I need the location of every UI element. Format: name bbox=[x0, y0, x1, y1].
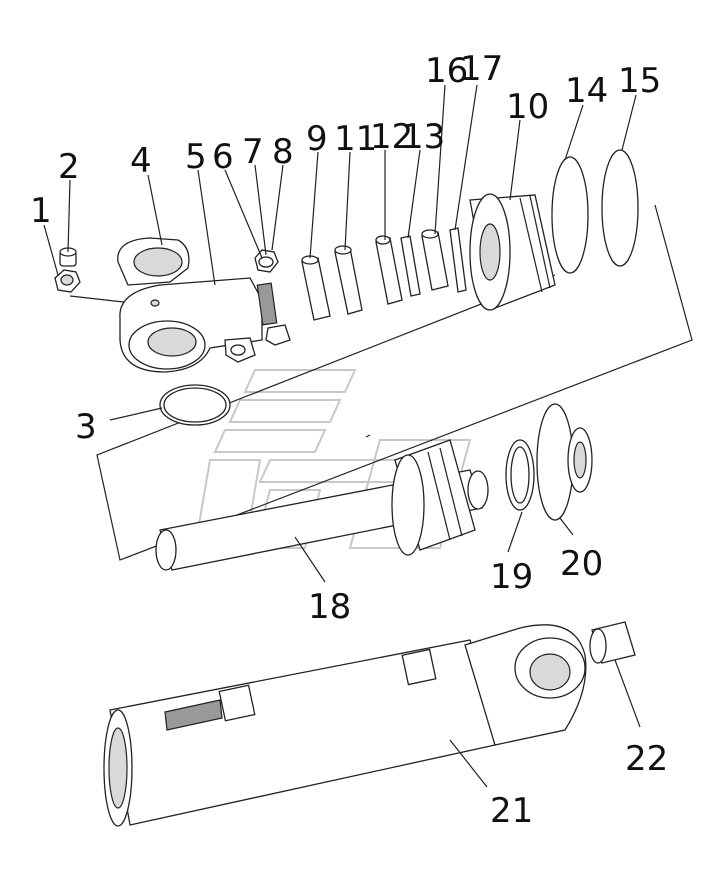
label-12: 12 bbox=[370, 117, 413, 157]
label-17: 17 bbox=[460, 49, 503, 89]
label-9: 9 bbox=[306, 119, 328, 159]
label-16: 16 bbox=[425, 51, 468, 91]
seal-11 bbox=[334, 245, 363, 315]
part-18-piston-rod bbox=[155, 439, 489, 571]
part-22-bushing bbox=[589, 621, 636, 664]
label-10: 10 bbox=[506, 87, 549, 127]
part-10-piston bbox=[469, 193, 556, 311]
label-8: 8 bbox=[272, 132, 294, 172]
part-8-bolt bbox=[256, 282, 291, 346]
label-leaders bbox=[43, 84, 641, 788]
label-13: 13 bbox=[402, 117, 445, 157]
label-4: 4 bbox=[130, 141, 152, 181]
part-3-snap-ring bbox=[159, 384, 231, 426]
oring-15 bbox=[601, 149, 639, 267]
part-4-rod-eye bbox=[117, 237, 263, 373]
label-15: 15 bbox=[618, 61, 661, 101]
label-3: 3 bbox=[75, 407, 97, 447]
label-14: 14 bbox=[565, 71, 608, 111]
seal-9 bbox=[301, 255, 331, 321]
part-6-7-nut-washer bbox=[254, 249, 279, 273]
label-20: 20 bbox=[560, 544, 603, 584]
part-21-cylinder-barrel bbox=[103, 624, 587, 827]
part-1-nut bbox=[54, 269, 81, 293]
part-19-guide-ring bbox=[505, 439, 535, 511]
label-22: 22 bbox=[625, 739, 668, 779]
label-2: 2 bbox=[58, 147, 80, 187]
label-5: 5 bbox=[185, 137, 207, 177]
label-18: 18 bbox=[308, 587, 351, 627]
oring-14 bbox=[551, 156, 589, 274]
label-11: 11 bbox=[334, 119, 377, 159]
label-1: 1 bbox=[30, 191, 52, 231]
label-19: 19 bbox=[490, 557, 533, 597]
seal-13 bbox=[400, 235, 421, 297]
label-6: 6 bbox=[212, 137, 234, 177]
part-20b-bushing bbox=[567, 427, 593, 493]
seal-12 bbox=[375, 235, 403, 305]
part-labels: 1 2 3 4 5 6 7 8 9 11 12 13 16 17 10 14 1… bbox=[30, 49, 668, 831]
seal-16 bbox=[421, 229, 449, 291]
seal-17 bbox=[449, 227, 467, 293]
label-21: 21 bbox=[490, 791, 533, 831]
label-7: 7 bbox=[242, 132, 264, 172]
